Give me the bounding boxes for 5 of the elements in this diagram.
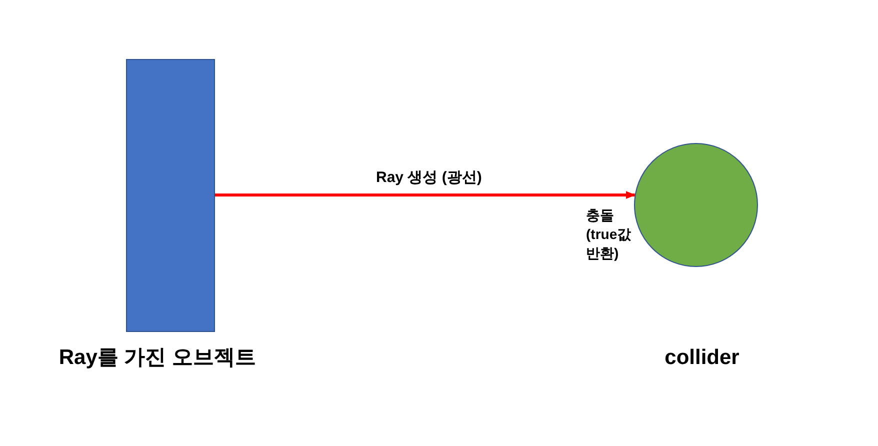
node-label: collider bbox=[664, 345, 740, 371]
bar-shape bbox=[126, 59, 215, 332]
node-label: Ray를 가진 오브젝트 bbox=[58, 345, 258, 371]
note-text: 충돌 (true값 반환) bbox=[586, 206, 632, 263]
arrow bbox=[215, 191, 636, 199]
